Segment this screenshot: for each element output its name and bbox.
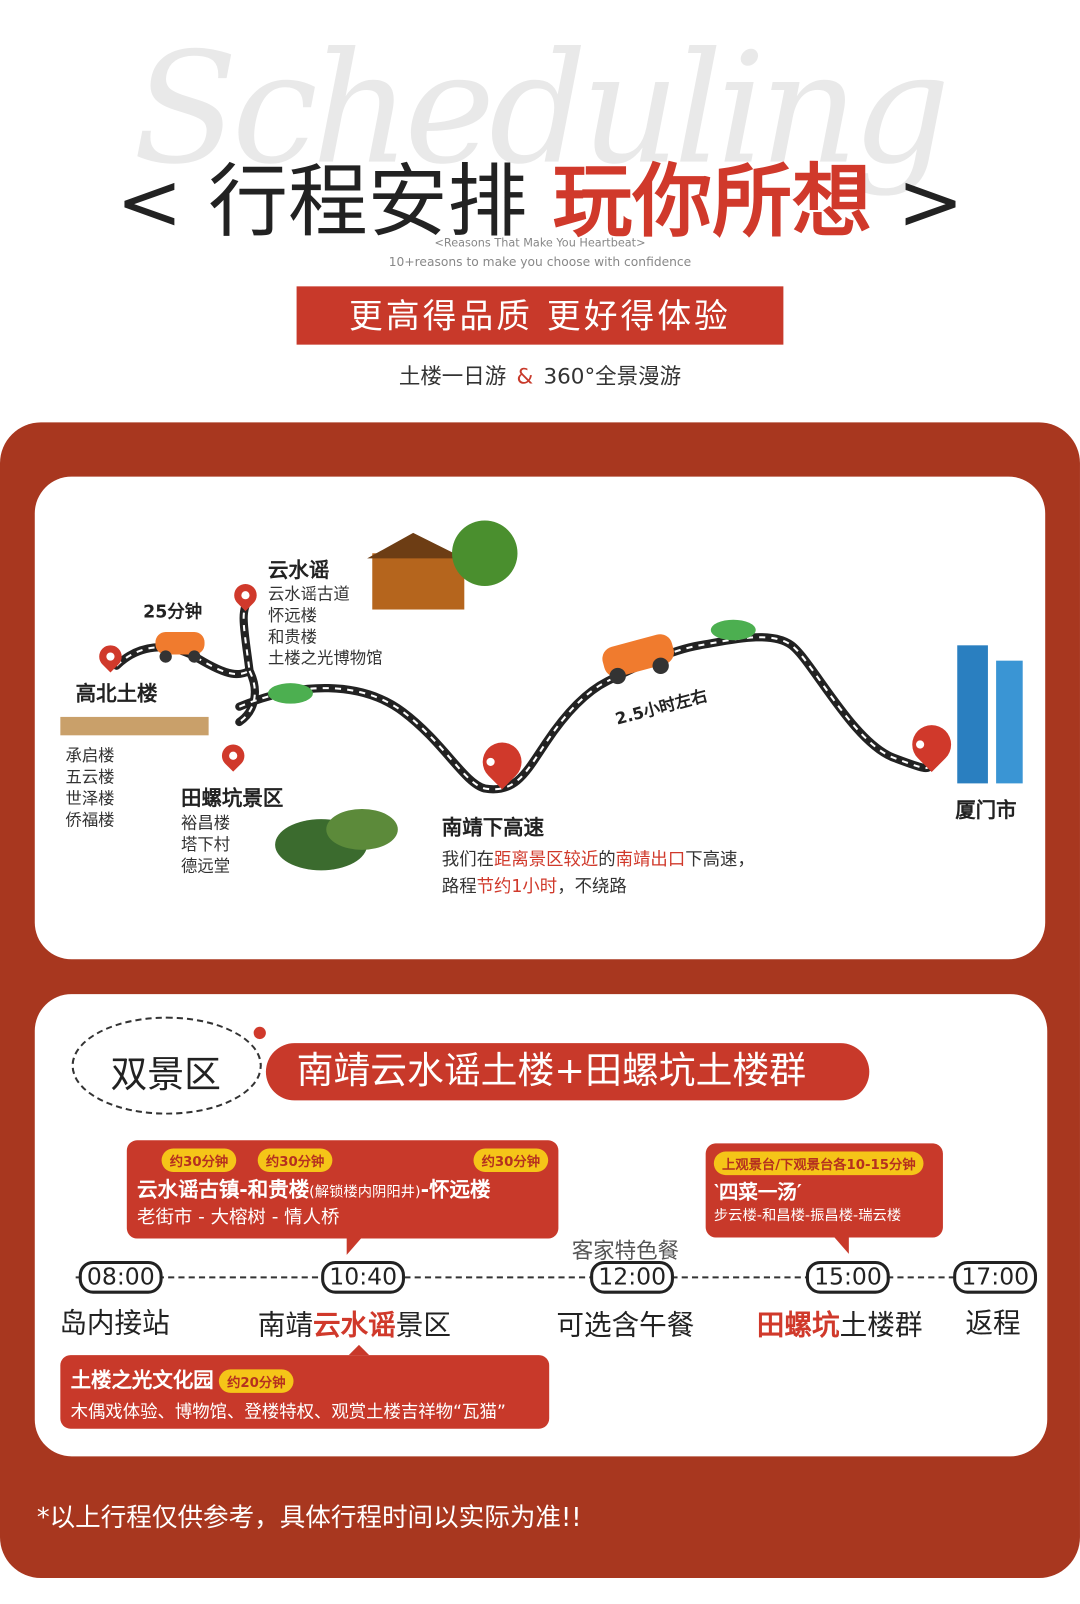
gaobei-list: 承启楼五云楼世泽楼侨福楼: [65, 745, 114, 831]
badge-outline: [71, 1016, 262, 1115]
desc-text: 下高速，: [685, 849, 755, 871]
nanjing-title: 南靖下高速: [441, 815, 545, 840]
stop-highlight: 田螺坑: [756, 1310, 840, 1342]
desc-highlight: 距离景区较近: [493, 849, 599, 871]
desc-highlight: 节约1小时: [476, 876, 558, 897]
page-title: < 行程安排 玩你所想 >: [0, 138, 1080, 253]
subtitle-en-1: <Reasons That Make You Heartbeat>: [434, 236, 646, 250]
xiamen-label: 厦门市: [955, 797, 1017, 823]
hill-icon: [267, 683, 313, 704]
stop-label: 返程: [965, 1308, 1021, 1340]
culture-park-bubble: 土楼之光文化园 约20分钟 木偶戏体验、博物馆、登楼特权、观赏土楼吉祥物“瓦猫”: [60, 1344, 550, 1429]
list-item: 土楼之光博物馆: [267, 648, 383, 668]
watermark: Scheduling: [132, 20, 951, 199]
dot: [253, 1026, 266, 1040]
stop-label: 岛内接站: [59, 1308, 170, 1340]
title-highlight: 玩你所想: [552, 156, 872, 249]
list-item: 五云楼: [65, 767, 115, 787]
time-1500: 15:00: [805, 1260, 891, 1294]
route-text: -怀远楼: [420, 1177, 491, 1202]
stop-text: 景区: [395, 1310, 452, 1342]
list-item: 承启楼: [65, 745, 115, 765]
tagline: 土楼一日游&360°全景漫游: [0, 360, 1080, 391]
tianluokeng-bubble: 上观景台/下观景台各10-15分钟 ‵四菜一汤′ 步云楼-和昌楼-振昌楼-瑞云楼: [705, 1143, 943, 1254]
list-item: 怀远楼: [267, 605, 318, 625]
desc-text: 我们在: [441, 849, 494, 871]
desc-text: 的: [598, 849, 616, 871]
list-item: 侨福楼: [65, 809, 115, 830]
tianluokeng-title: 田螺坑景区: [181, 785, 284, 810]
stop-label: 可选含午餐: [556, 1310, 695, 1342]
duration-pill: 上观景台/下观景台各10-15分钟: [713, 1151, 924, 1176]
route-sub: 老街市 - 大榕树 - 情人桥: [137, 1206, 340, 1229]
route-map-card: 高北土楼 承启楼五云楼世泽楼侨福楼 25分钟 云水谣 云水谣古道怀远楼和贵楼土楼…: [34, 476, 1046, 960]
time-1200: 12:00: [590, 1260, 675, 1294]
tag-right: 360°全景漫游: [543, 364, 682, 389]
list-item: 裕昌楼: [181, 813, 231, 833]
tag-amp: &: [516, 364, 534, 389]
time-25min: 25分钟: [143, 602, 203, 623]
lunch-note: 客家特色餐: [571, 1238, 680, 1264]
stop-text: 南靖: [257, 1310, 313, 1342]
time-1040: 10:40: [321, 1260, 406, 1294]
yunshuiyao-bubble: 约30分钟约30分钟约30分钟 云水谣古镇-和贵楼(解锁楼内阴阳井)-怀远楼 老…: [126, 1140, 559, 1255]
yunshuiyao-list: 云水谣古道怀远楼和贵楼土楼之光博物馆: [268, 583, 383, 669]
timeline: [75, 1276, 1027, 1279]
disclaimer: *以上行程仅供参考，具体行程时间以实际为准!!: [36, 1502, 582, 1533]
desc-text: ，不绕路: [557, 876, 627, 897]
route-note: (解锁楼内阴阳井): [309, 1184, 421, 1201]
duration-pill: 约30分钟: [257, 1148, 333, 1173]
duration-pill: 约30分钟: [161, 1148, 237, 1173]
meal-text: ‵四菜一汤′: [713, 1181, 802, 1204]
route-text: 云水谣古镇-和贵楼: [137, 1177, 310, 1202]
gaobei-title: 高北土楼: [75, 681, 158, 706]
time-1700: 17:00: [953, 1260, 1038, 1294]
title-left: < 行程安排: [116, 156, 528, 249]
route-line: [60, 520, 1023, 871]
stop-text: 土楼群: [839, 1310, 923, 1342]
duration-pill: 约20分钟: [218, 1369, 294, 1393]
time-0800: 08:00: [78, 1260, 163, 1294]
list-item: 和贵楼: [267, 626, 318, 647]
list-item: 云水谣古道: [267, 583, 350, 604]
list-item: 德远堂: [181, 855, 231, 876]
desc-highlight: 南靖出口: [615, 849, 686, 871]
dual-scenic-badge: 双景区: [110, 1054, 221, 1097]
car-icon: [155, 632, 205, 663]
park-title: 土楼之光文化园: [70, 1367, 214, 1392]
headline-pill: 南靖云水谣土楼+田螺坑土楼群: [265, 1043, 870, 1101]
tianluokeng-list: 裕昌楼塔下村德远堂: [181, 812, 230, 876]
schedule-card: 双景区 南靖云水谣土楼+田螺坑土楼群 约30分钟约30分钟约30分钟 云水谣古镇…: [34, 994, 1048, 1457]
nanjing-desc: 我们在距离景区较近的南靖出口下高速， 路程节约1小时，不绕路: [442, 847, 755, 900]
title-right: >: [897, 156, 964, 249]
route-sub: 步云楼-和昌楼-振昌楼-瑞云楼: [713, 1207, 902, 1225]
stop-highlight: 云水谣: [312, 1310, 396, 1342]
yunshuiyao-title: 云水谣: [267, 557, 330, 582]
tag-left: 土楼一日游: [398, 364, 507, 389]
stop-label: 田螺坑土楼群: [757, 1303, 923, 1343]
duration-pill: 约30分钟: [473, 1148, 549, 1173]
stop-label: 南靖云水谣景区: [258, 1303, 451, 1343]
list-item: 世泽楼: [65, 788, 115, 808]
park-desc: 木偶戏体验、博物馆、登楼特权、观赏土楼吉祥物“瓦猫”: [70, 1402, 506, 1423]
desc-text: 路程: [441, 876, 477, 897]
quality-banner: 更高得品质 更好得体验: [296, 286, 784, 345]
list-item: 塔下村: [181, 834, 231, 854]
subtitle-en-2: 10+reasons to make you choose with confi…: [388, 254, 692, 269]
